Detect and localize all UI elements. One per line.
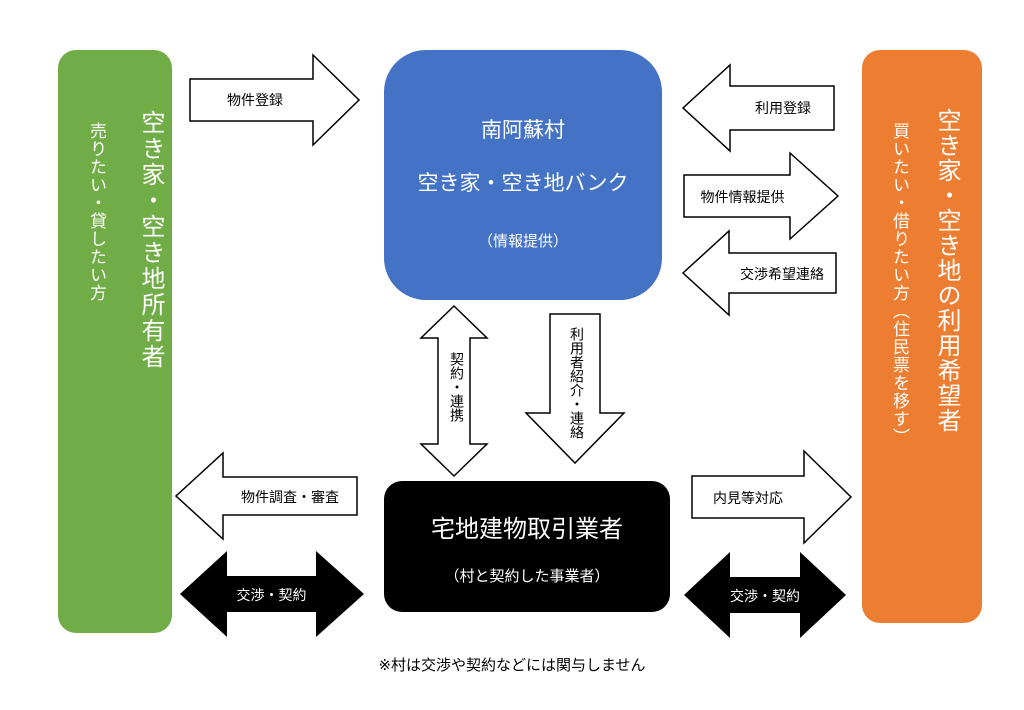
label-use-registration: 利用登録 bbox=[755, 101, 811, 117]
label-contract-cooperation: 契約・連携 bbox=[448, 352, 464, 422]
arrow-viewing bbox=[691, 449, 853, 545]
bank-name: 南阿蘇村 bbox=[481, 118, 565, 142]
owner-subtitle: 売りたい・貸したい方 bbox=[86, 122, 106, 302]
arrow-negotiation-left bbox=[180, 551, 364, 637]
label-negotiation-left: 交渉・契約 bbox=[236, 588, 307, 604]
footnote: ※村は交渉や契約などには関与しません bbox=[378, 656, 646, 674]
arrow-use-registration bbox=[681, 63, 835, 153]
user-title: 空き家・空き地の利用希望者 bbox=[933, 108, 961, 433]
label-viewing: 内見等対応 bbox=[713, 491, 783, 507]
label-property-info: 物件情報提供 bbox=[700, 190, 785, 206]
label-negotiation-right: 交渉・契約 bbox=[730, 589, 800, 605]
arrow-property-survey bbox=[174, 451, 358, 541]
arrow-user-introduction bbox=[524, 313, 626, 465]
arrow-negotiation-right bbox=[684, 552, 846, 638]
label-negotiation-request: 交渉希望連絡 bbox=[740, 267, 824, 283]
agent-box: 宅地建物取引業者 （村と契約した事業者） bbox=[384, 481, 670, 612]
user-box bbox=[862, 50, 982, 623]
bank-box: 南阿蘇村 空き家・空き地バンク （情報提供） bbox=[384, 50, 662, 300]
owner-title: 空き家・空き地所有者 bbox=[137, 110, 165, 370]
agent-name: 宅地建物取引業者 bbox=[431, 515, 623, 543]
label-property-registration: 物件登録 bbox=[227, 93, 283, 109]
label-user-introduction: 利用者紹介・連絡 bbox=[568, 327, 584, 439]
bank-title: 空き家・空き地バンク bbox=[417, 171, 629, 195]
arrow-negotiation-request bbox=[681, 229, 837, 317]
label-property-survey: 物件調査・審査 bbox=[241, 490, 339, 506]
user-subtitle: 買いたい・借りたい方（住民票を移す） bbox=[889, 122, 909, 446]
arrow-property-registration bbox=[189, 53, 361, 147]
bank-note: （情報提供） bbox=[477, 232, 568, 250]
arrow-property-info bbox=[683, 151, 840, 241]
owner-box bbox=[58, 50, 172, 633]
arrow-contract-cooperation bbox=[419, 304, 489, 478]
agent-note: （村と契約した事業者） bbox=[444, 567, 610, 585]
